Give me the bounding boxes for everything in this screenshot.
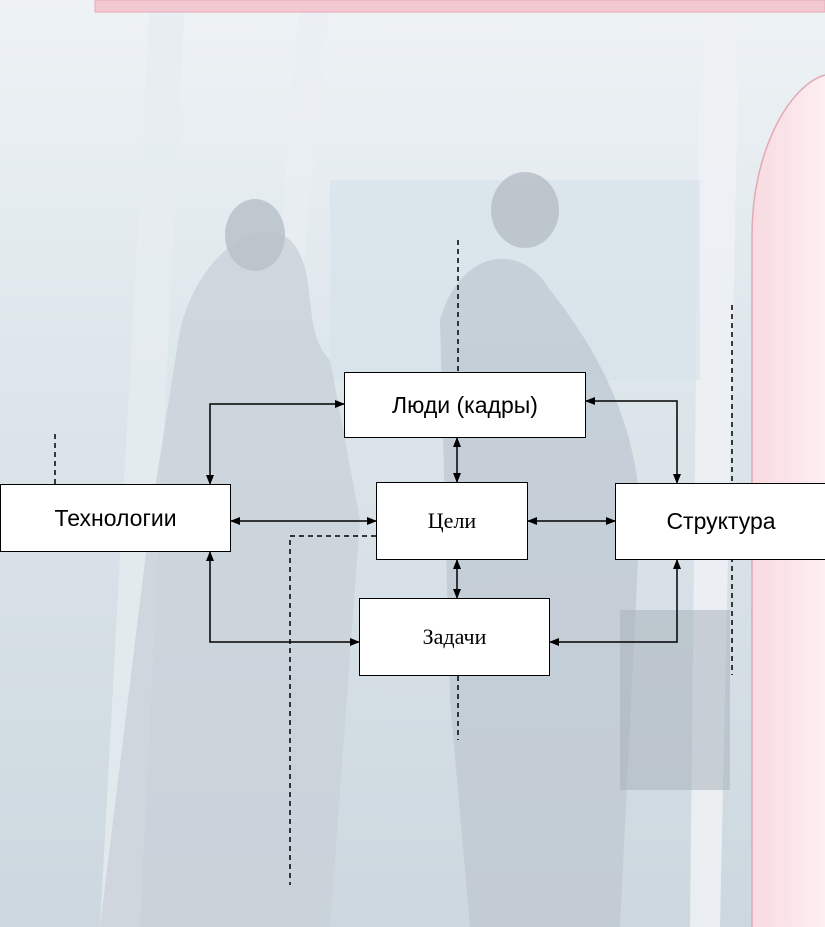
node-structure: Структура xyxy=(615,483,825,560)
edge-people-technologies xyxy=(206,400,345,485)
edge-people-structure xyxy=(585,397,681,484)
node-goals: Цели xyxy=(376,482,528,560)
edge-structure-tasks xyxy=(549,559,681,646)
dashed-line-goals-down xyxy=(289,535,376,885)
node-tasks: Задачи xyxy=(359,598,550,676)
node-technologies: Технологии xyxy=(0,484,231,552)
edge-technologies-tasks xyxy=(206,551,360,646)
node-people: Люди (кадры) xyxy=(344,372,586,438)
